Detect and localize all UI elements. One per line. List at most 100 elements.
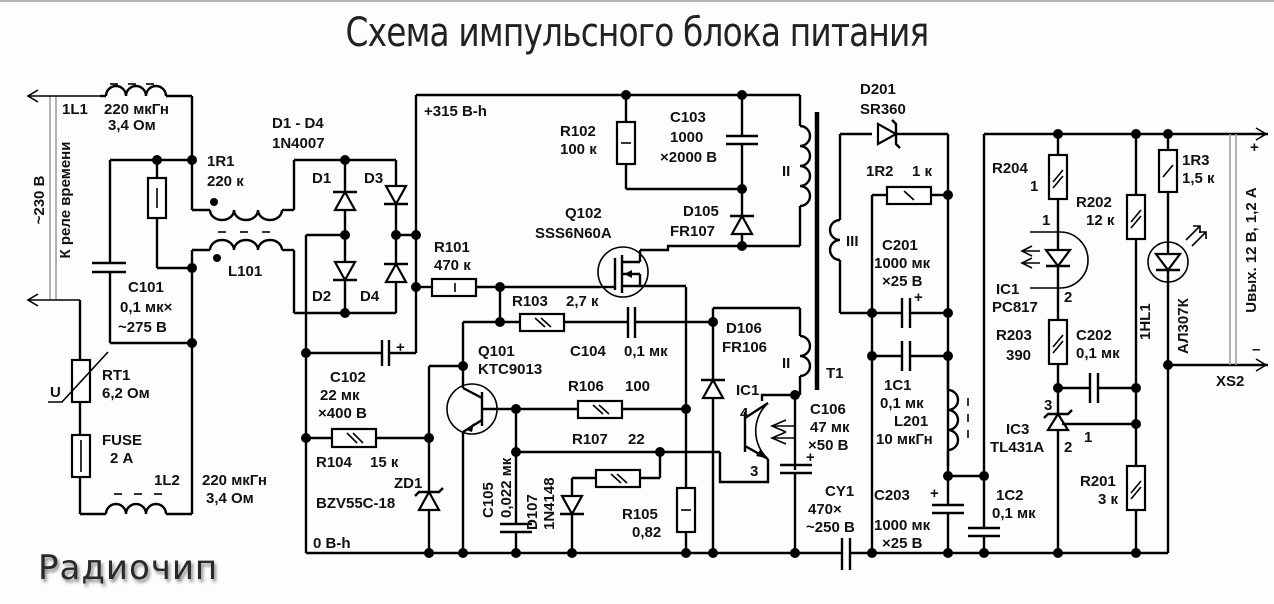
C1-2-ref: 1C2: [996, 487, 1024, 504]
output-minus-sign: –: [1252, 341, 1260, 358]
bridge-value: 1N4007: [272, 135, 325, 152]
C106-value: 47 мк: [810, 419, 850, 436]
resistor-R101: [430, 277, 478, 298]
C202-ref: C202: [1076, 327, 1112, 344]
CY1-value2: ~250 В: [806, 519, 855, 536]
L1-1-ref: 1L1: [62, 101, 88, 118]
ZD1-ref: ZD1: [394, 475, 422, 492]
HL1-1-ref: 1HL1: [1137, 303, 1154, 340]
D106-value: FR106: [722, 339, 767, 356]
C104-value: 0,1 мк: [624, 343, 668, 360]
optocoupler-IC1-transistor: [743, 401, 794, 461]
C201-ref: C201: [882, 237, 918, 254]
RT1-ref: RT1: [102, 367, 130, 384]
zener-ZD1: [417, 489, 441, 512]
C106-ref: C106: [810, 401, 846, 418]
CY1-ref: CY1: [825, 483, 854, 500]
D107-value: 1N4148: [541, 477, 558, 530]
input-voltage-label: ~230 В: [31, 175, 48, 224]
R3-1-value: 1,5 к: [1182, 170, 1215, 187]
C106-plus: +: [806, 449, 815, 466]
R1-1-value: 220 к: [207, 173, 244, 190]
R102-ref: R102: [560, 123, 596, 140]
L201-value: 10 мкГн: [876, 431, 933, 448]
IC3-pin2: 2: [1064, 439, 1072, 456]
CY1-value: 470×: [808, 501, 842, 518]
L1-2-value2: 3,4 Ом: [206, 490, 254, 507]
R202-value: 12 к: [1086, 212, 1115, 229]
relay-note-label: К реле времени: [57, 142, 74, 259]
diode-D1: [333, 189, 357, 212]
R1-1-ref: 1R1: [207, 153, 235, 170]
diode-D2: [333, 260, 357, 283]
ZD1-value: BZV55C-18: [316, 495, 395, 512]
R202-ref: R202: [1076, 194, 1112, 211]
RT1-value: 6,2 Ом: [102, 385, 150, 402]
C101-value2: ~275 В: [118, 319, 167, 336]
L1-2-value: 220 мкГн: [202, 472, 267, 489]
output-voltage-label: Uвых. 12 В, 1,2 А: [1243, 187, 1260, 313]
C105-value: 0,022 мк: [498, 457, 515, 518]
Q102-ref: Q102: [565, 205, 602, 222]
input-section: ~230 В К реле времени 1L1 220 мкГн 3,4 О…: [26, 83, 290, 516]
transformer-T1-aux: [713, 306, 812, 395]
R107-ref: R107: [572, 431, 608, 448]
R203-value: 390: [1006, 347, 1031, 364]
R103-value: 2,7 к: [566, 293, 599, 310]
output-connector: XS2: [1216, 373, 1244, 390]
C202-value: 0,1 мк: [1076, 345, 1120, 362]
HL1-1-value: АЛ307К: [1175, 297, 1192, 354]
mosfet-Q102: [597, 246, 649, 298]
D1-label: D1: [312, 170, 331, 187]
T1-ref: T1: [826, 365, 844, 382]
IC1-pin3: 3: [750, 463, 758, 480]
C102-value: 22 мк: [320, 387, 360, 404]
T1-winding-II-aux: II: [782, 355, 790, 372]
R105-ref: R105: [622, 506, 658, 523]
C201-value2: ×25 В: [882, 273, 923, 290]
T1-winding-III: III: [846, 233, 859, 250]
hv-zero-label: 0 В-h: [313, 535, 351, 552]
C106-value2: ×50 В: [808, 437, 849, 454]
C1-2-value: 0,1 мк: [992, 505, 1036, 522]
L1-1-value2: 3,4 Ом: [108, 117, 156, 134]
C201-value: 1000 мк: [874, 255, 931, 272]
top-border: [0, 0, 1274, 2]
C201-plus: +: [914, 289, 923, 306]
IC1-led-ref: IC1: [996, 281, 1019, 298]
resistor-R107: [594, 468, 642, 489]
hv-plus-label: +315 В-h: [424, 103, 487, 120]
secondary-section: III D201 SR360 1R2 1 к + C201 1000 мк ×2…: [828, 81, 1268, 558]
RT1-symbol: U: [50, 384, 61, 401]
FUSE-ref: FUSE: [102, 432, 142, 449]
Q101-value: KTC9013: [478, 361, 542, 378]
diode-D201: [876, 122, 899, 146]
input-arrow-top: [26, 89, 100, 103]
D105-ref: D105: [683, 203, 719, 220]
R101-ref: R101: [434, 239, 470, 256]
primary-section: +315 В-h 0 В-h + C102 22 мк ×400 В R104 …: [301, 90, 872, 570]
C104-ref: C104: [570, 343, 607, 360]
R201-value: 3 к: [1098, 491, 1119, 508]
IC1-led-pin2: 2: [1064, 289, 1072, 306]
resistor-R103: [518, 312, 566, 333]
Q102-value: SSS6N60A: [535, 225, 612, 242]
R203-ref: R203: [996, 327, 1032, 344]
C103-value2: ×2000 В: [660, 149, 717, 166]
C101-ref: C101: [128, 279, 164, 296]
C203-value: 1000 мк: [874, 517, 931, 534]
R101-value: 470 к: [434, 257, 471, 274]
IC3-ref: IC3: [1006, 421, 1029, 438]
D201-value: SR360: [860, 101, 906, 118]
optocoupler-IC1-led: [1020, 231, 1089, 289]
IC1-led-pin1: 1: [1042, 212, 1050, 229]
R2-1-ref: 1R2: [866, 163, 894, 180]
R102-value: 100 к: [560, 141, 597, 158]
IC1-tr-ref: IC1: [736, 382, 759, 399]
L1-1-value: 220 мкГн: [104, 101, 169, 118]
diode-D3: [384, 184, 408, 207]
R104-value: 15 к: [370, 454, 399, 471]
R204-ref: R204: [992, 160, 1029, 177]
C103-ref: C103: [670, 109, 706, 126]
